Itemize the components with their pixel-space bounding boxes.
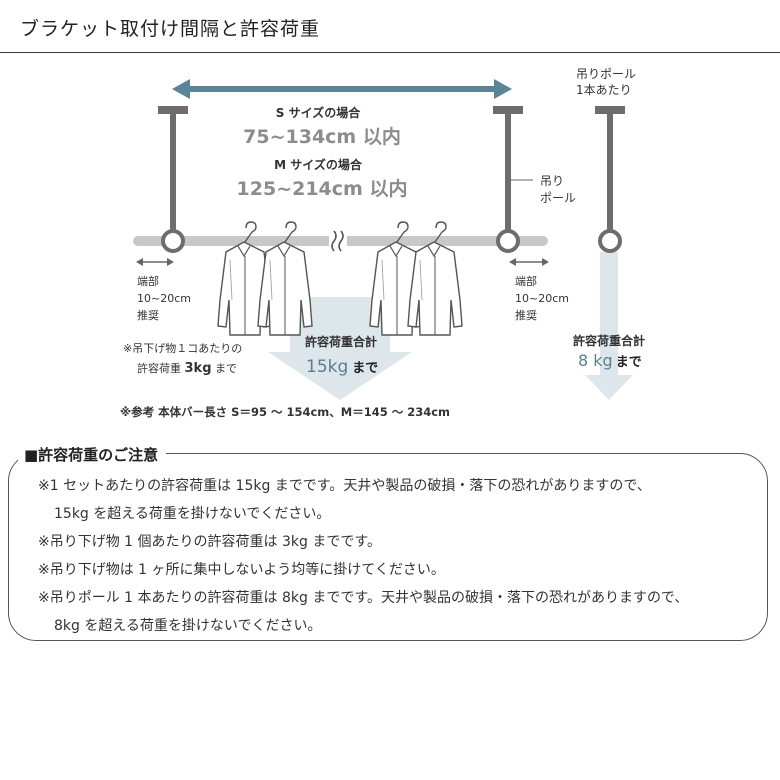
m-size-range: 125~214cm 以内 [237, 177, 408, 200]
end-right-1: 端部 [515, 274, 537, 288]
pole-total-label: 許容荷重合計 [573, 333, 645, 348]
page-header: ブラケット取付け間隔と許容荷重 [0, 0, 780, 53]
hanging-pole-label-2: ポール [540, 191, 576, 205]
single-pole [595, 106, 625, 253]
s-size-range: 75~134cm 以内 [243, 125, 401, 148]
hanging-bar [133, 229, 548, 253]
end-arrow-right [509, 258, 549, 266]
notice-line-4: ※吊り下げ物は 1 ヶ所に集中しないよう均等に掛けてください。 [38, 562, 445, 578]
per-item-line-1: ※吊下げ物１コあたりの [123, 341, 242, 355]
notice-line-2: 15kg を超える荷重を掛けないでください。 [54, 506, 331, 522]
per-item-line-2: 許容荷重 3kg まで [137, 361, 237, 376]
end-right-3: 推奨 [515, 308, 537, 322]
notice-line-5: ※吊りポール 1 本あたりの許容荷重は 8kg までです。天井や製品の破損・落下… [38, 590, 689, 606]
page-title: ブラケット取付け間隔と許容荷重 [20, 18, 321, 40]
hanging-pole-label-1: 吊り [540, 174, 564, 188]
width-arrow [172, 79, 512, 99]
s-size-label: S サイズの場合 [276, 105, 361, 120]
right-bracket [493, 106, 523, 232]
notice-title: ■許容荷重のご注意 [18, 444, 167, 465]
total-load-label: 許容荷重合計 [305, 334, 377, 349]
reference-note: ※参考 本体バー長さ S＝95 ～ 154cm、M＝145 ～ 234cm [120, 405, 450, 419]
single-pole-label-2: 1本あたり [576, 83, 632, 97]
end-left-1: 端部 [137, 274, 159, 288]
left-bracket [158, 106, 188, 232]
single-pole-label-1: 吊りポール [576, 67, 636, 81]
notice-line-6: 8kg を超える荷重を掛けないでください。 [54, 618, 322, 634]
bracket-diagram: S サイズの場合 75~134cm 以内 M サイズの場合 125~214cm … [120, 67, 645, 419]
end-left-3: 推奨 [137, 308, 159, 322]
pole-load-down-arrow [585, 252, 633, 400]
end-arrow-left [136, 258, 174, 266]
notice-line-1: ※1 セットあたりの許容荷重は 15kg までです。天井や製品の破損・落下の恐れ… [38, 478, 651, 494]
end-right-2: 10~20cm [515, 292, 569, 305]
m-size-label: M サイズの場合 [274, 157, 363, 172]
end-left-2: 10~20cm [137, 292, 191, 305]
notice-box [8, 453, 768, 641]
notice-line-3: ※吊り下げ物 1 個あたりの許容荷重は 3kg までです。 [38, 534, 381, 550]
